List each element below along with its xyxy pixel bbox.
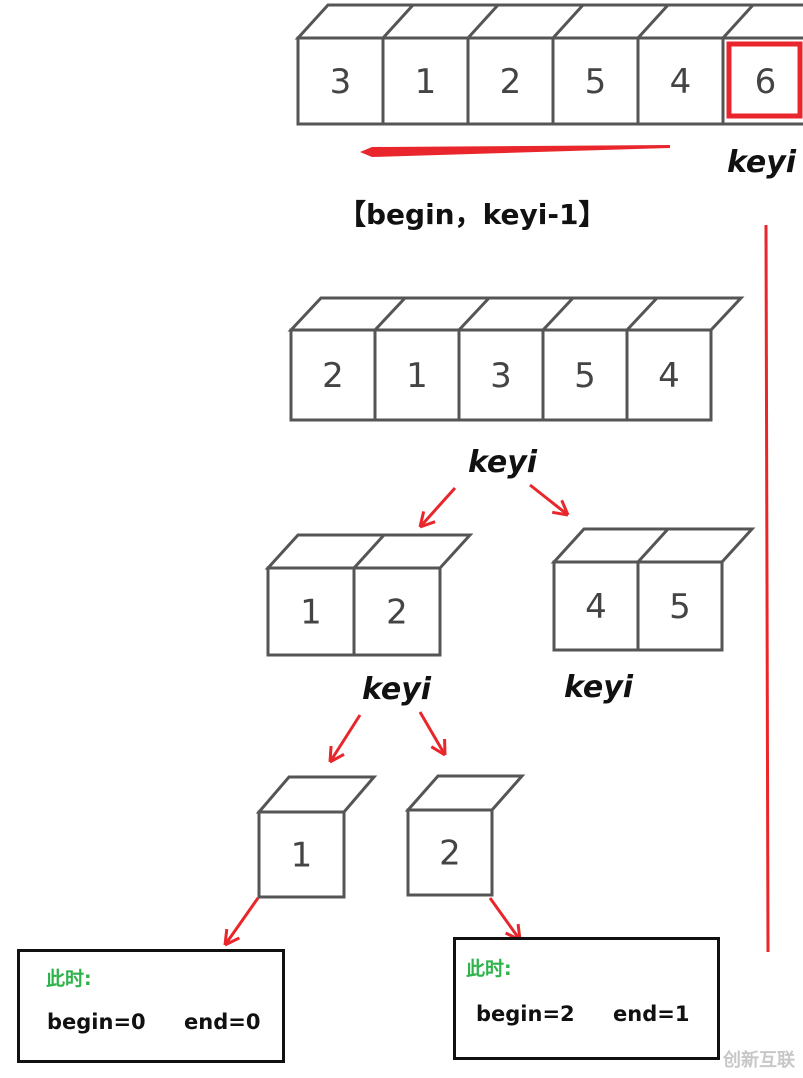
arrow-to-leaf-left-head [329,752,345,764]
arrow-to-right [529,483,569,517]
keyi-highlight [726,41,803,119]
cell-value: 3 [330,62,352,102]
range-label: 【begin，keyi-1】 [338,198,607,231]
cell-value: 2 [322,356,344,396]
state-box-right: 此时: begin=2 end=1 [453,937,720,1060]
arrow-to-leaf-right [418,711,447,756]
arrow-to-right-head [560,499,570,516]
array-top-face [404,774,526,812]
array-cell [352,566,442,657]
cell-value: 1 [291,836,313,876]
array-top-face [255,775,378,814]
keyi-label-mid: keyi [468,445,538,480]
arrow-to-left-head [418,511,426,528]
cell-value: 2 [500,62,522,102]
array-cell [552,560,640,652]
cell-top-edge [551,3,585,40]
cell-value: 4 [670,62,692,102]
array-cell [721,36,803,126]
arrow-to-state-left-head [223,928,229,946]
arrow-to-leaf-left [328,714,362,763]
array-cell [636,36,725,126]
arrow-to-leaf-left-head [328,745,333,763]
cell-value: 3 [490,356,512,396]
cell-value: 4 [658,356,680,396]
arrow-to-state-right [488,897,522,941]
range-arrow [360,145,670,157]
arrow-to-right-head [551,510,569,517]
array-cell [373,328,461,422]
keyi-label-right: keyi [564,670,634,705]
keyi-label-top: keyi [727,145,797,180]
cell-top-edge [352,533,386,570]
cell-value: 6 [755,62,777,102]
cell-value: 5 [669,587,691,627]
array-top-face [287,296,745,332]
cell-top-edge [373,296,407,332]
array-cell [257,810,346,899]
array-cell [406,808,494,897]
state-title: 此时: [466,958,512,980]
watermark-logo: 创新互联 [723,1050,795,1071]
arrow-to-leaf-right-head [430,745,446,757]
cell-value: 1 [300,593,322,633]
cell-top-edge [457,296,491,332]
cell-value: 5 [574,356,596,396]
end-value: end=0 [184,1010,261,1034]
array-cell [541,328,629,422]
cell-top-edge [636,3,670,40]
array-cell [636,560,724,652]
arrow-to-left [418,486,457,529]
cell-value: 4 [585,587,607,627]
array-cell [296,36,385,126]
cell-top-edge [381,3,415,40]
cell-top-edge [541,296,575,332]
array-cell [625,328,713,422]
arrow-to-left-head [419,520,436,529]
cell-top-edge [636,527,670,564]
cell-top-edge [466,3,500,40]
array-cell [457,328,545,422]
begin-value: begin=2 [476,1002,575,1026]
cell-top-edge [721,3,755,40]
cell-value: 1 [415,62,437,102]
begin-value: begin=0 [47,1010,146,1034]
cell-value: 5 [585,62,607,102]
end-value: end=1 [613,1002,690,1026]
keyi-label-left: keyi [362,672,432,707]
cell-value: 2 [439,834,461,874]
cell-value: 1 [406,356,428,396]
cell-top-edge [625,296,659,332]
cell-value: 2 [386,593,408,633]
state-title: 此时: [46,968,92,990]
arrow-to-state-left-head [224,936,241,947]
state-box-left: 此时: begin=0 end=0 [17,949,285,1063]
arrow-to-state-left [223,897,260,946]
array-cell [266,566,356,657]
recursion-line [764,224,770,953]
